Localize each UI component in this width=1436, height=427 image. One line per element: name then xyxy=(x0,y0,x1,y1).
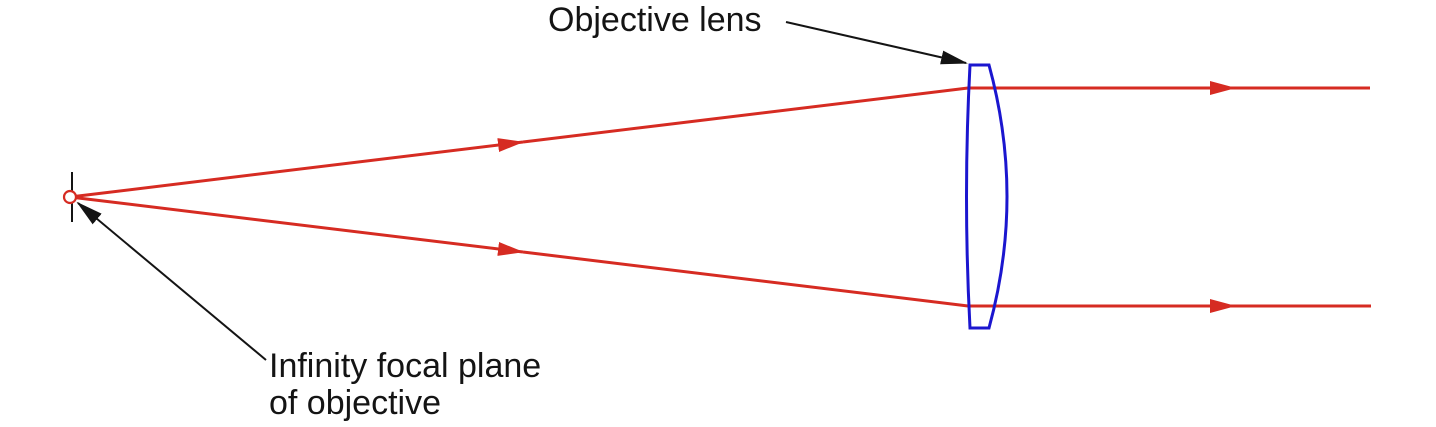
focal-plane-label-line1: Infinity focal plane xyxy=(269,347,542,385)
upper-ray-diverging-segment xyxy=(69,138,524,199)
focal-plane-label: Infinity focal plane of objective xyxy=(269,348,541,422)
focal-point-circle xyxy=(62,189,78,205)
lower-ray-diverging-segment xyxy=(69,195,524,256)
objective-lens-outline xyxy=(965,63,1009,330)
focal-plane-leader-line xyxy=(76,201,267,361)
lower-ray-output-segment xyxy=(522,250,1236,313)
upper-ray-output-segment xyxy=(522,81,1236,144)
objective-lens-label: Objective lens xyxy=(548,1,762,39)
objective-lens-leader-line xyxy=(785,21,968,65)
focal-plane-label-line2: of objective xyxy=(269,384,441,422)
